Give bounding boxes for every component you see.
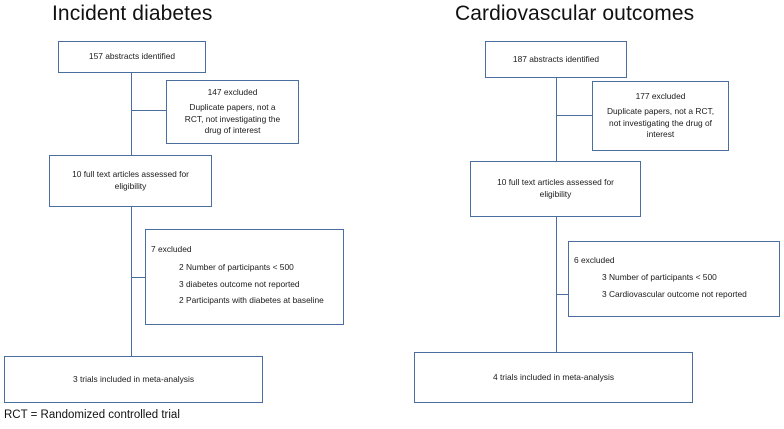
eligibility-right-line-2: eligibility	[539, 189, 572, 199]
included-right-text: 4 trials included in meta-analysis	[492, 371, 615, 382]
excluded-screening-right-body-2: not investigating the drug of	[609, 117, 712, 128]
box-excluded-screening-left: 147 excluded Duplicate papers, not a RCT…	[166, 80, 299, 144]
excluded-screening-left-body-3: drug of interest	[204, 125, 261, 136]
connector-vertical-right	[556, 77, 558, 162]
excluded-screening-left-heading: 147 excluded	[207, 86, 258, 97]
box-eligibility-right: 10 full text articles assessed for eligi…	[470, 161, 641, 217]
excluded-eligibility-right-item-1: 3 Cardiovascular outcome not reported	[602, 288, 747, 299]
excluded-eligibility-left-item-0: 2 Number of participants < 500	[179, 261, 294, 272]
box-included-right: 4 trials included in meta-analysis	[414, 352, 693, 403]
excluded-eligibility-right-item-0: 3 Number of participants < 500	[602, 272, 717, 283]
excluded-screening-right-body-3: interest	[646, 129, 675, 140]
column-title-incident-diabetes: Incident diabetes	[52, 2, 213, 25]
connector-vertical-left	[131, 72, 133, 156]
connector-branch-left-1	[131, 110, 167, 112]
connector-branch-right-1	[556, 115, 593, 117]
eligibility-left-line-2: eligibility	[114, 181, 147, 191]
excluded-screening-right-heading: 177 excluded	[635, 90, 686, 101]
connector-branch-right-2	[556, 294, 569, 296]
excluded-eligibility-right-heading: 6 excluded	[574, 254, 615, 265]
included-left-text: 3 trials included in meta-analysis	[72, 373, 195, 384]
abstracts-identified-right-text: 187 abstracts identified	[512, 53, 600, 64]
box-excluded-eligibility-left: 7 excluded 2 Number of participants < 50…	[145, 229, 344, 325]
footnote-rct-abbreviation: RCT = Randomized controlled trial	[4, 409, 180, 421]
box-abstracts-identified-right: 187 abstracts identified	[485, 41, 627, 78]
box-included-left: 3 trials included in meta-analysis	[4, 356, 263, 403]
connector-vertical-right-2	[556, 216, 558, 352]
box-abstracts-identified-left: 157 abstracts identified	[58, 41, 206, 73]
box-excluded-eligibility-right: 6 excluded 3 Number of participants < 50…	[568, 241, 780, 317]
connector-branch-left-2	[131, 277, 146, 279]
excluded-eligibility-left-item-2: 2 Participants with diabetes at baseline	[179, 295, 324, 306]
box-excluded-screening-right: 177 excluded Duplicate papers, not a RCT…	[592, 81, 729, 151]
column-title-cardiovascular-outcomes: Cardiovascular outcomes	[455, 2, 695, 25]
excluded-eligibility-left-item-1: 3 diabetes outcome not reported	[179, 278, 300, 289]
eligibility-left-line-1: 10 full text articles assessed for	[72, 169, 189, 180]
excluded-screening-left-body-2: RCT, not investigating the	[184, 113, 281, 124]
box-eligibility-left: 10 full text articles assessed for eligi…	[49, 155, 212, 207]
abstracts-identified-left-text: 157 abstracts identified	[88, 51, 176, 62]
eligibility-right-line-1: 10 full text articles assessed for	[497, 177, 614, 188]
connector-vertical-left-2	[131, 206, 133, 356]
excluded-screening-left-body-1: Duplicate papers, not a	[189, 101, 276, 112]
excluded-screening-right-body-1: Duplicate papers, not a RCT,	[606, 105, 715, 116]
excluded-eligibility-left-heading: 7 excluded	[151, 244, 192, 255]
